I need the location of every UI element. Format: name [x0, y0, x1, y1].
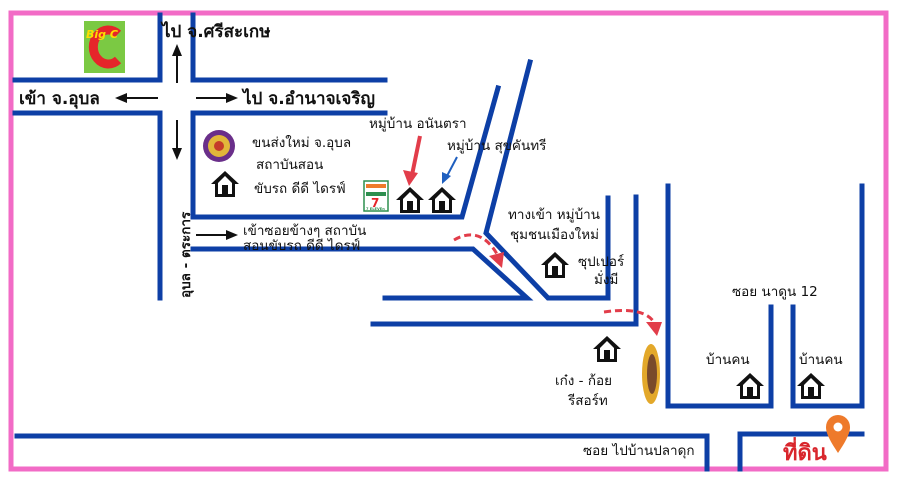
label-new-village-2: ชุมชนเมืองใหม่: [510, 226, 599, 243]
house-icon: [797, 373, 825, 399]
label-soi-entry-2: สอนขับรถ ดีดี ไดรฟ์: [243, 237, 360, 254]
label-supermarket-2: มั่งมี: [594, 270, 618, 288]
house-icon: [396, 187, 424, 213]
location-pin-icon: [826, 415, 850, 453]
house-icon: [736, 373, 764, 399]
svg-text:7 ELEVEn: 7 ELEVEn: [366, 207, 385, 211]
arrow-icon: [453, 233, 662, 336]
svg-text:7: 7: [371, 196, 379, 210]
seven-eleven-logo-icon: 7 7 ELEVEn: [363, 180, 389, 212]
bigc-logo-icon: Big C: [84, 21, 125, 73]
label-village-anantra: หมู่บ้าน อนันตรา: [369, 116, 467, 132]
label-destination: ที่ดิน: [783, 436, 827, 466]
label-transport-office-3: ขับรถ ดีดี ไดรฟ์: [254, 180, 346, 197]
bigc-logo-text: Big C: [86, 28, 118, 41]
label-house-right: บ้านคน: [799, 352, 843, 368]
label-new-village-1: ทางเข้า หมู่บ้าน: [508, 207, 600, 223]
label-village-sukhan: หมู่บ้าน สุขคันทรี: [447, 138, 546, 154]
label-soi-pladuk: ซอย ไปบ้านปลาดุก: [583, 443, 695, 459]
arrow-icon: [115, 44, 238, 240]
map-border: [8, 10, 889, 472]
label-supermarket-1: ซุปเปอร์: [578, 253, 624, 270]
label-soi-entry-1: เข้าซอยข้างๆ สถาบัน: [243, 223, 366, 239]
garuda-seal-icon: [203, 130, 235, 162]
label-to-amnat: ไป จ.อำนาจเจริญ: [241, 88, 375, 109]
trees-icon: [642, 344, 660, 404]
label-into-ubon: เข้า จ.อุบล: [19, 89, 100, 109]
label-to-sisaket: ไป จ.ศรีสะเกษ: [160, 21, 270, 42]
house-icon: [211, 171, 239, 197]
label-house-left: บ้านคน: [706, 352, 750, 368]
house-icon: [428, 187, 456, 213]
house-icon: [593, 336, 621, 362]
house-icon: [541, 252, 569, 278]
label-transport-office-2: สถาบันสอน: [256, 157, 323, 173]
roads: [12, 12, 865, 472]
arrow-icon: [403, 135, 458, 186]
label-transport-office-1: ขนส่งใหม่ จ.อุบล: [252, 134, 351, 151]
label-soi-nadun: ซอย นาดูน 12: [732, 284, 818, 300]
label-road-name: อุบล - ตระการ: [178, 211, 194, 298]
label-resort-1: เก๋ง - ก้อย: [555, 373, 612, 389]
label-resort-2: รีสอร์ท: [567, 392, 607, 409]
